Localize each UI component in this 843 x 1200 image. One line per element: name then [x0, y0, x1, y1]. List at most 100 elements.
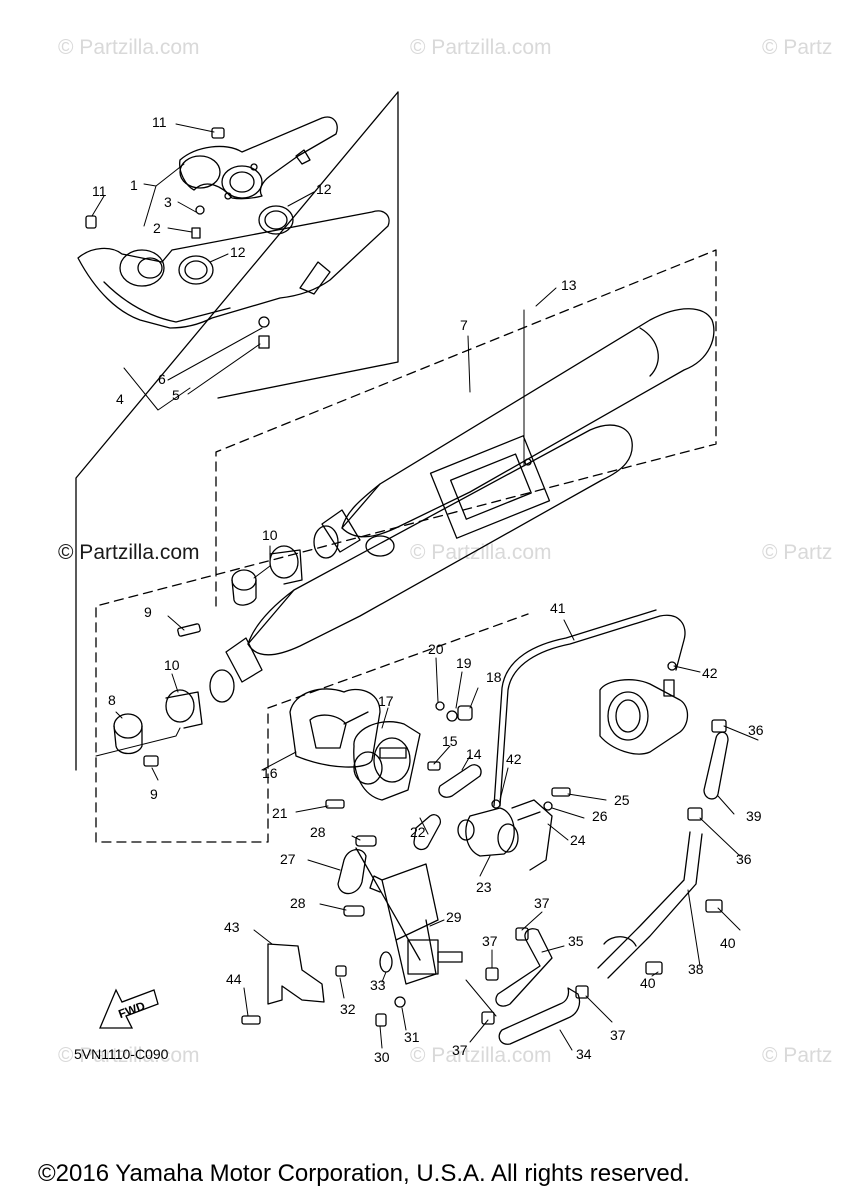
copyright-notice: ©2016 Yamaha Motor Corporation, U.S.A. A…	[38, 1160, 690, 1187]
air-box-16	[289, 688, 381, 768]
callout-40: 40	[720, 935, 736, 951]
callout-12: 12	[230, 244, 246, 260]
washer-26	[543, 801, 553, 811]
callout-37: 37	[482, 933, 498, 949]
callout-33: 33	[370, 977, 386, 993]
bolt-44	[241, 1015, 261, 1025]
nut-3	[195, 205, 205, 215]
watermark: © Partzilla.com	[58, 36, 200, 59]
gasket-12-lower	[178, 255, 214, 285]
callout-4: 4	[116, 391, 124, 407]
bolt-5	[258, 335, 270, 349]
sleeve-8-lower	[113, 713, 143, 739]
intake-joint	[599, 679, 689, 755]
watermark: © Partzilla.com	[410, 541, 552, 564]
clip-36-upper	[711, 719, 727, 733]
solenoid-29	[355, 847, 463, 985]
callout-8: 8	[108, 692, 116, 708]
hose-14	[438, 764, 482, 798]
callout-39: 39	[746, 808, 762, 824]
callout-31: 31	[404, 1029, 420, 1045]
exhaust-pipe-upper	[179, 116, 338, 200]
callout-43: 43	[224, 919, 240, 935]
callout-11: 11	[152, 114, 167, 130]
reed-valve-23	[457, 807, 519, 857]
dashed-boundary	[95, 249, 717, 843]
callout-18: 18	[486, 669, 502, 685]
callout-16: 16	[262, 765, 278, 781]
callout-7: 7	[460, 317, 468, 333]
hose-22	[413, 814, 442, 851]
washer-31	[394, 996, 406, 1008]
watermark: © Partzilla.com	[58, 541, 200, 564]
collar-33	[379, 951, 393, 973]
gasket-12-upper	[258, 205, 294, 235]
callout-41: 41	[550, 600, 566, 616]
clamp-28-lower	[343, 905, 365, 917]
callout-36: 36	[748, 722, 764, 738]
callout-20: 20	[428, 641, 444, 657]
bolt-11-left	[85, 215, 97, 229]
bracket-24	[511, 799, 553, 871]
bolt-11-upper	[211, 127, 225, 139]
muffler-lower	[209, 424, 633, 703]
callout-24: 24	[570, 832, 586, 848]
leader-lines	[91, 123, 759, 1051]
clip-37-a	[515, 927, 529, 941]
washer-20	[435, 701, 445, 711]
callout-26: 26	[592, 808, 608, 824]
callout-38: 38	[688, 961, 704, 977]
watermark: © Partz	[762, 36, 833, 59]
callout-22: 22	[410, 824, 426, 840]
callout-19: 19	[456, 655, 472, 671]
callout-37: 37	[534, 895, 550, 911]
callout-28: 28	[290, 895, 306, 911]
clip-15	[427, 761, 441, 771]
watermark: © Partzilla.com	[410, 1044, 552, 1067]
exhaust-pipe-lower	[77, 210, 390, 329]
callout-numbers: 11 1 3 2 11 12 12 13 7 6 4 5 10 9 41 20 …	[92, 114, 764, 1065]
group-bracket-line	[75, 91, 399, 771]
hose-41	[499, 614, 686, 807]
callout-23: 23	[476, 879, 492, 895]
fwd-arrow-icon	[99, 988, 159, 1029]
clip-37-b	[485, 967, 499, 981]
fitting-18	[457, 705, 473, 721]
callout-28: 28	[310, 824, 326, 840]
hose-35	[495, 928, 553, 1007]
clip-37-d	[481, 1011, 495, 1025]
washer-19	[446, 710, 458, 722]
callout-32: 32	[340, 1001, 356, 1017]
callout-37: 37	[452, 1042, 468, 1058]
muffler-upper	[313, 308, 715, 559]
callout-9: 9	[150, 786, 158, 802]
bolt-9-upper	[177, 623, 201, 637]
clip-36-lower	[687, 807, 703, 821]
valve-17	[353, 721, 421, 801]
callout-3: 3	[164, 194, 172, 210]
callout-29: 29	[446, 909, 462, 925]
callout-6: 6	[158, 371, 166, 387]
bolt-30	[375, 1013, 387, 1027]
callout-12: 12	[316, 181, 332, 197]
callout-1: 1	[130, 177, 138, 193]
watermark: © Partzilla.com	[58, 1044, 200, 1067]
group-bracket-line	[217, 91, 399, 399]
callout-44: 44	[226, 971, 242, 987]
callout-2: 2	[153, 220, 161, 236]
watermark: © Partz	[762, 541, 833, 564]
hose-34	[498, 987, 581, 1045]
callout-42: 42	[506, 751, 522, 767]
hose-27	[337, 849, 367, 895]
sleeve-8-upper	[231, 569, 257, 591]
diagram-code: 5VN1110-C090	[74, 1046, 169, 1062]
callout-35: 35	[568, 933, 584, 949]
callout-34: 34	[576, 1046, 592, 1062]
bracket-43	[267, 943, 325, 1005]
callout-42: 42	[702, 665, 718, 681]
washer-6	[258, 316, 270, 328]
callout-30: 30	[374, 1049, 390, 1065]
callout-9: 9	[144, 604, 152, 620]
bolt-21	[325, 799, 345, 809]
